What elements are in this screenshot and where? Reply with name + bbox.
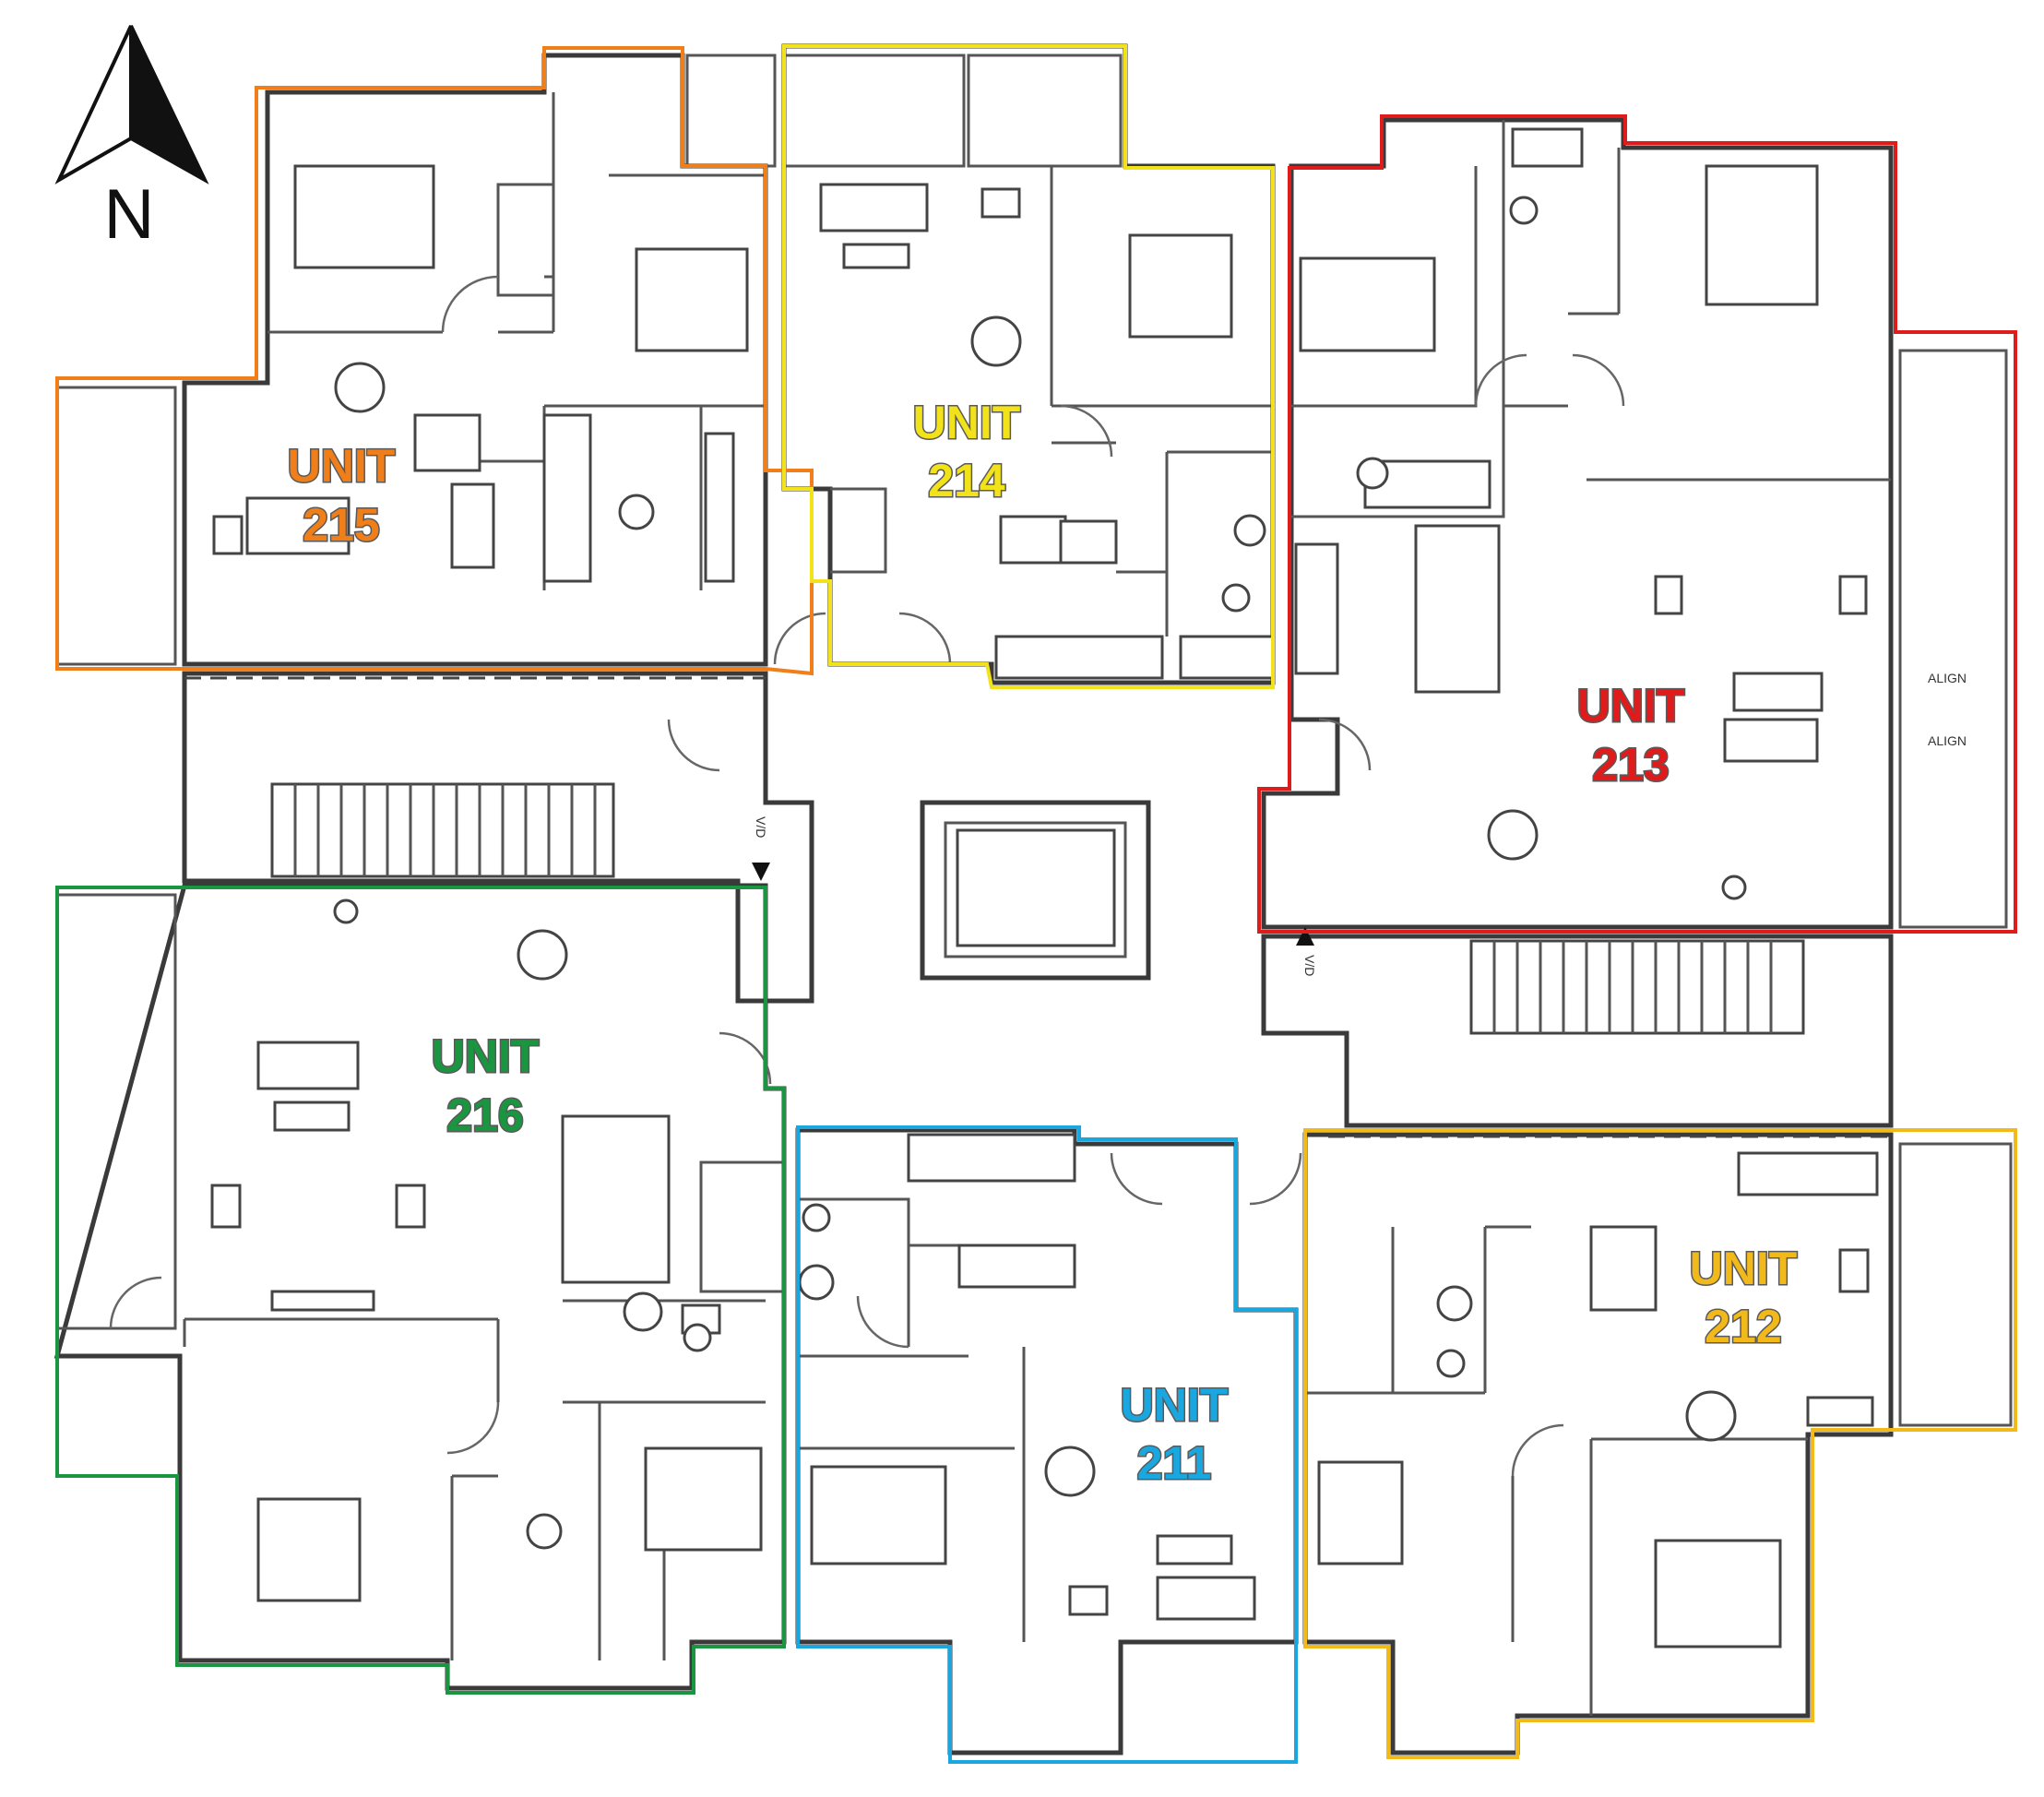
unit-212-label: UNIT 212 xyxy=(1688,1242,1799,1354)
unit-216-outline[interactable] xyxy=(55,886,786,1695)
north-label: N xyxy=(104,175,155,254)
unit-211-outline[interactable] xyxy=(796,1125,1298,1764)
unit-213-word: UNIT xyxy=(1577,680,1685,732)
unit-214-number: 214 xyxy=(928,455,1005,506)
unit-213-number: 213 xyxy=(1592,739,1669,791)
unit-216-label: UNIT 216 xyxy=(430,1029,541,1143)
unit-213-label: UNIT 213 xyxy=(1575,679,1686,792)
align-note-1: ALIGN xyxy=(1928,671,1967,685)
unit-215-number: 215 xyxy=(303,499,379,551)
unit-212-number: 212 xyxy=(1705,1301,1781,1352)
stairs-east xyxy=(1469,939,1805,1035)
door-swings xyxy=(109,275,1625,1477)
vd-arrow-down-icon xyxy=(752,863,770,881)
align-note-2: ALIGN xyxy=(1928,733,1967,748)
north-arrow-icon: N xyxy=(54,25,209,254)
unit-216-word: UNIT xyxy=(432,1030,540,1082)
unit-214-outline[interactable] xyxy=(782,44,1275,689)
vd-note-2: V/D xyxy=(1302,955,1317,976)
unit-215-label: UNIT 215 xyxy=(286,439,397,553)
unit-213-outline[interactable] xyxy=(1257,114,2017,934)
unit-214-word: UNIT xyxy=(913,397,1021,448)
unit-212-word: UNIT xyxy=(1690,1243,1798,1294)
vd-arrow-up-icon xyxy=(1296,927,1314,946)
unit-215-outline[interactable] xyxy=(55,46,814,676)
unit-211-word: UNIT xyxy=(1121,1379,1229,1431)
unit-212-outline[interactable] xyxy=(1303,1128,2017,1759)
vd-note-1: V/D xyxy=(754,816,768,838)
stairs-west xyxy=(270,782,615,878)
unit-214-label: UNIT 214 xyxy=(911,396,1022,508)
unit-211-label: UNIT 211 xyxy=(1119,1378,1230,1491)
unit-216-number: 216 xyxy=(446,1089,523,1141)
unit-211-number: 211 xyxy=(1137,1437,1212,1489)
unit-215-word: UNIT xyxy=(288,440,396,492)
furniture xyxy=(210,127,1879,1648)
